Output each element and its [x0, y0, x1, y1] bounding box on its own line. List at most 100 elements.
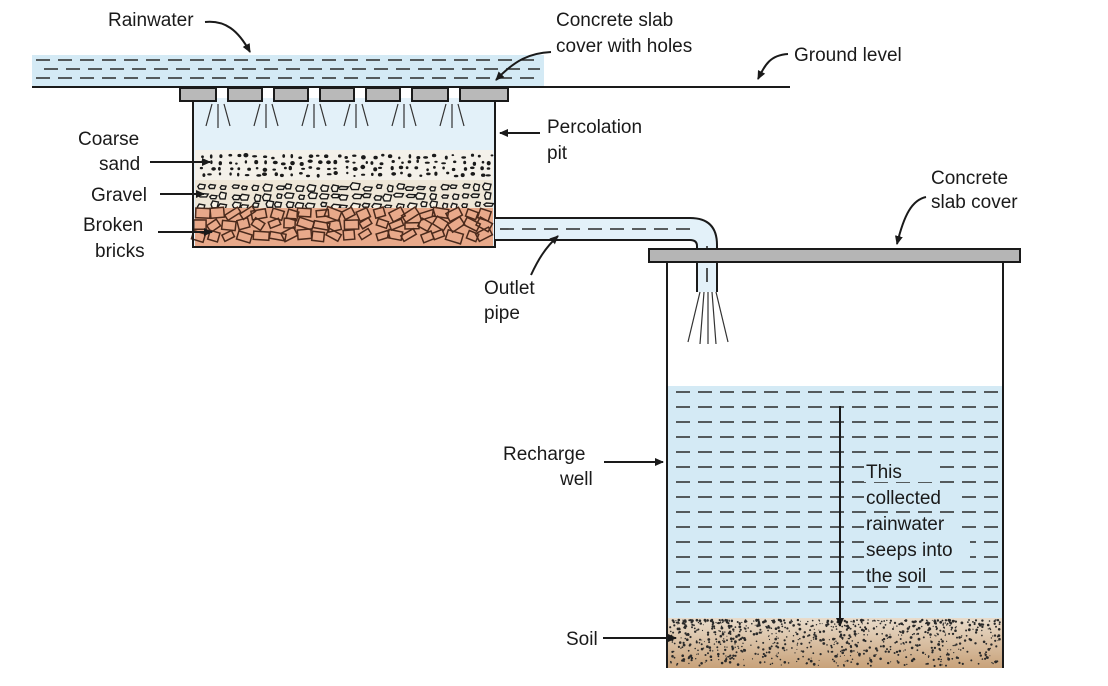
soil-grain: [797, 657, 800, 661]
soil-grain: [866, 622, 869, 625]
soil-grain: [758, 631, 761, 634]
label-slab-holes-2: cover with holes: [556, 36, 692, 57]
soil-grain: [949, 621, 953, 625]
soil-grain: [834, 623, 836, 625]
soil-grain: [670, 634, 673, 637]
soil-grain: [757, 653, 759, 655]
sand-grain: [282, 154, 286, 158]
soil-grain: [958, 642, 962, 645]
soil-grain: [893, 621, 897, 625]
sand-grain: [209, 154, 213, 159]
brick-piece: [235, 216, 251, 231]
soil-grain: [697, 621, 700, 624]
sand-grain: [381, 153, 385, 157]
soil-grain: [955, 626, 957, 628]
soil-grain: [953, 652, 955, 654]
soil-grain: [935, 625, 938, 628]
soil-grain: [808, 641, 811, 644]
soil-grain: [728, 626, 731, 630]
soil-grain: [800, 650, 803, 652]
soil-grain: [700, 643, 703, 646]
soil-grain: [811, 619, 814, 622]
soil-grain: [942, 626, 945, 629]
soil-grain: [670, 630, 672, 633]
gravel-stone: [338, 204, 349, 210]
soil-grain: [745, 620, 747, 622]
soil-grain: [722, 640, 723, 642]
soil-grain: [887, 661, 890, 665]
soil-grain: [954, 629, 957, 632]
soil-grain: [673, 642, 676, 645]
sand-grain: [451, 167, 456, 172]
soil-grain: [786, 649, 788, 651]
soil-grain: [797, 639, 799, 641]
soil-grain: [940, 638, 943, 641]
soil-grain: [762, 652, 765, 656]
soil-grain: [745, 625, 747, 627]
gravel-stone: [351, 193, 364, 200]
label-rainwater: Rainwater: [108, 10, 194, 31]
soil-grain: [863, 631, 865, 633]
sand-grain: [315, 154, 320, 157]
soil-grain: [889, 619, 893, 622]
sand-grain: [401, 161, 404, 164]
soil-grain: [944, 619, 948, 622]
soil-grain: [802, 655, 804, 658]
soil-grain: [849, 645, 852, 648]
soil-grain: [818, 629, 820, 631]
brick-piece: [444, 206, 464, 223]
label-bricks-2: bricks: [95, 241, 145, 262]
soil-grain: [738, 638, 741, 641]
soil-grain: [754, 624, 756, 626]
soil-grain: [852, 623, 855, 626]
soil-grain: [975, 628, 978, 632]
sand-grain: [333, 167, 337, 170]
soil-grain: [940, 660, 942, 663]
sand-grain: [288, 165, 292, 171]
soil-grain: [848, 642, 851, 645]
brick-piece: [340, 206, 357, 221]
soil-grain: [806, 646, 809, 649]
soil-grain: [938, 647, 941, 651]
sand-grain: [326, 160, 331, 165]
soil-grain: [868, 646, 871, 649]
soil-grain: [776, 642, 779, 645]
soil-grain: [981, 629, 983, 632]
soil-grain: [736, 663, 740, 666]
sand-grain: [210, 160, 213, 165]
brick-piece: [238, 205, 257, 221]
soil-grain: [938, 640, 940, 643]
sand-grain: [280, 162, 286, 166]
sand-grain: [424, 161, 430, 164]
soil-grain: [817, 664, 820, 666]
soil-grain: [902, 623, 904, 626]
gravel-stone: [361, 192, 372, 199]
gravel-stone: [375, 183, 383, 190]
soil-grain: [726, 646, 728, 648]
label-seep-3: rainwater: [866, 514, 945, 535]
soil-grain: [974, 619, 978, 622]
soil-grain: [977, 662, 980, 665]
soil-grain: [992, 635, 994, 637]
soil-grain: [981, 658, 984, 660]
soil-grain: [805, 622, 808, 626]
soil-grain: [764, 654, 767, 658]
soil-grain: [835, 654, 838, 658]
soil-grain: [704, 661, 706, 663]
gravel-stone: [262, 183, 274, 192]
soil-grain: [883, 620, 886, 622]
soil-grain: [974, 642, 977, 645]
gravel-stone: [275, 185, 286, 191]
soil-grain: [707, 638, 711, 641]
soil-grain: [697, 649, 699, 652]
soil-grain: [853, 650, 855, 652]
soil-grain: [981, 625, 984, 629]
soil-grain: [947, 653, 950, 656]
soil-grain: [749, 630, 752, 633]
soil-grain: [761, 631, 763, 633]
sand-grain: [283, 166, 287, 170]
sand-grain: [460, 173, 465, 178]
sand-grain: [352, 167, 358, 171]
gravel-stone: [440, 183, 450, 191]
soil-grain: [916, 644, 919, 647]
